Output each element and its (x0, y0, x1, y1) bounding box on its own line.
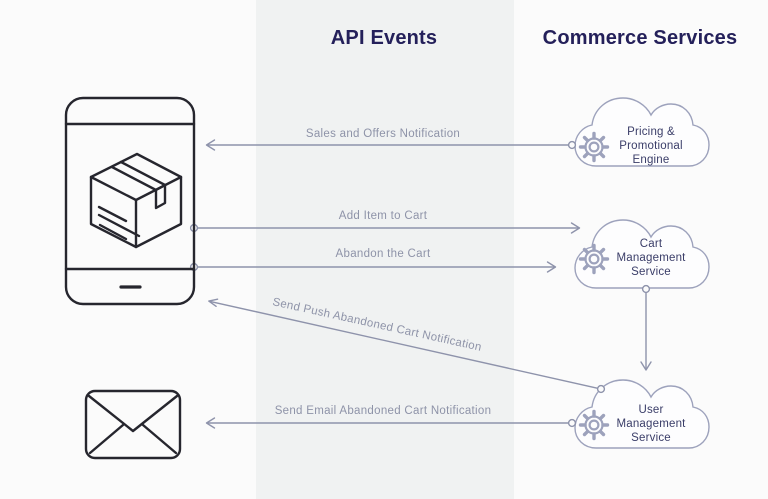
api-events-heading: API Events (330, 27, 438, 49)
package-icon (89, 152, 183, 249)
service-name-pricing-promotional-engine: Pricing & Promotional Engine (619, 126, 683, 166)
arrow-add-item-to-cart (196, 222, 581, 234)
arrow-sales-offers-notification (205, 139, 570, 151)
event-label-abandon-cart: Abandon the Cart (335, 248, 431, 260)
event-label-email-notification: Send Email Abandoned Cart Notification (274, 405, 492, 417)
arrow-abandon-the-cart (196, 261, 557, 273)
service-name-cart-management-service: Cart Management Service (616, 238, 686, 278)
event-label-add-item: Add Item to Cart (338, 210, 428, 222)
arrow-send-push-abandoned-cart-notification (208, 298, 599, 389)
connector-dots (189, 140, 651, 428)
api-events-column-background (256, 0, 514, 499)
service-name-user-management-service: User Management Service (616, 404, 686, 444)
smartphone-icon (64, 96, 196, 306)
envelope-icon (84, 389, 182, 460)
arrow-send-email-abandoned-cart-notification (205, 417, 570, 429)
commerce-services-heading: Commerce Services (542, 27, 738, 49)
event-label-sales-offers: Sales and Offers Notification (305, 128, 461, 140)
arrow-cart-to-user-service (640, 291, 652, 371)
